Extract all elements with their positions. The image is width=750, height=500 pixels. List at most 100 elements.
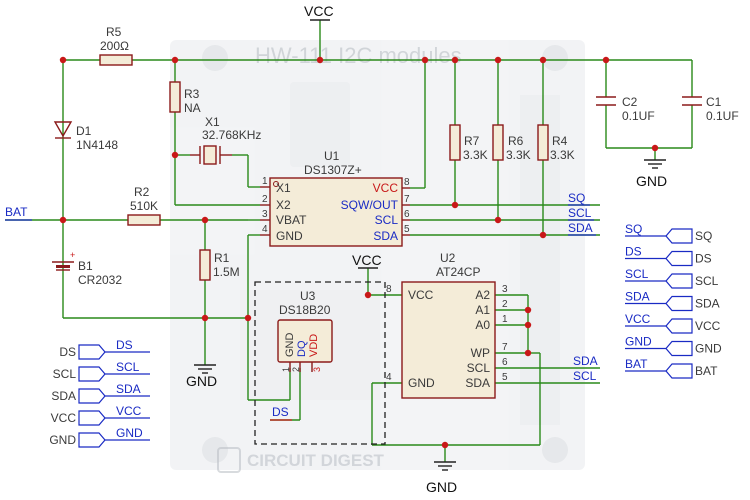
c2-value: 0.1UF [622,109,655,123]
capacitor-c2: C2 0.1UF [596,95,655,123]
c1-value: 0.1UF [706,109,739,123]
u3-pin2-name: DQ [296,340,308,357]
r5-ref: R5 [106,25,122,39]
u1-pin8-num: 8 [404,177,410,188]
left-port-label: GND [49,433,76,447]
vcc-u2-label: VCC [352,252,382,268]
r4-ref: R4 [552,134,568,148]
u2-pin5-num: 5 [502,372,508,383]
junction-nodes [59,56,659,449]
right-port-symbol [665,250,693,267]
r1-ref: R1 [214,251,230,265]
u1-pin2-num: 2 [262,194,268,205]
u3-part: DS18B20 [279,303,331,317]
u2-pin3-name: A2 [475,288,490,302]
u2-pin4-num: 4 [386,372,392,383]
u2-pin8-num: 8 [386,284,392,295]
u2-pin6-name: SCL [467,361,491,375]
r6-value: 3.3K [506,148,531,162]
net-label-u1-sda: SDA [568,221,593,235]
right-connector-row: BAT BAT [625,357,718,379]
net-label-bat: BAT [5,205,28,219]
right-net-label: SDA [625,290,650,304]
left-port-symbol [78,366,106,382]
left-port-symbol [78,344,106,360]
ic-u2: U2 AT24CP 8 4 VCC GND 3 2 1 7 6 5 A2 A1 … [386,251,508,399]
u2-pin1-name: A0 [475,318,490,332]
u1-pin1-num: 1 [262,176,268,187]
u1-pin4-num: 4 [262,224,268,235]
r6-ref: R6 [508,134,524,148]
u3-pin1-name: GND [284,333,296,358]
resistor-r6: R6 3.3K [492,124,531,162]
u2-pin3-num: 3 [502,284,508,295]
right-net-label: BAT [625,357,648,371]
gnd-u2-label: GND [426,479,457,495]
u1-pin3-name: VBAT [276,213,307,227]
vcc-top-symbol: VCC [304,3,334,21]
c1-ref: C1 [706,95,722,109]
net-label-u2-sda: SDA [573,354,598,368]
left-port-symbol [78,388,106,404]
gnd-caps-symbol [644,159,666,169]
u1-pin3-num: 3 [262,209,268,220]
left-net-label: SCL [116,360,140,374]
c2-ref: C2 [622,95,638,109]
b1-value: CR2032 [78,273,122,287]
r7-value: 3.3K [463,148,488,162]
left-net-label: GND [116,426,143,440]
right-net-label: GND [625,335,652,349]
x1-ref: X1 [205,115,220,129]
ic-u1: U1 DS1307Z+ 1 2 3 4 X1 X2 VBAT GND 8 7 6… [260,149,410,247]
right-net-label: SCL [625,267,649,281]
u3-pin3-name: VDD [308,334,320,357]
u3-net-label-ds: DS [272,405,289,419]
u2-pin1-num: 1 [502,314,508,325]
r5-value: 200Ω [100,39,129,53]
resistor-r7: R7 3.3K [449,124,488,162]
left-port-label: SDA [51,389,76,403]
gnd-b1-symbol [194,364,216,374]
right-port-label: BAT [695,364,718,378]
u1-pin6-num: 6 [404,209,410,220]
u1-pin5-name: SDA [373,229,398,243]
r1-value: 1.5M [213,265,240,279]
left-net-label: VCC [116,404,142,418]
u1-ref: U1 [324,149,340,163]
right-port-symbol [665,273,693,289]
u2-ref: U2 [440,251,456,265]
circuit-digest-logo: CIRCUIT DIGEST [217,447,385,473]
u1-pin7-name: SQW/OUT [341,198,399,212]
right-port-label: GND [695,342,722,356]
resistor-r1: R1 1.5M [199,249,240,281]
left-port-label: DS [59,345,76,359]
right-port-label: SCL [695,274,719,288]
right-port-symbol [665,363,693,379]
right-port-label: DS [695,252,712,266]
u2-pin5-name: SDA [465,376,490,390]
u2-pin7-num: 7 [502,342,508,353]
u1-pin6-name: SCL [375,213,399,227]
vcc-top-label: VCC [304,3,334,19]
u1-pin7-num: 7 [404,194,410,205]
u2-part: AT24CP [436,265,480,279]
module-board-background [170,40,585,470]
u3-pin2-num: 2 [291,367,301,372]
u2-pin2-num: 2 [502,299,508,310]
right-net-label: SQ [625,222,642,236]
u3-pin3-num: 3 [312,367,322,372]
right-net-label: VCC [625,312,651,326]
resistor-r5: R5 200Ω [99,25,133,66]
u1-pin2-name: X2 [276,198,291,212]
net-label-u1-sq: SQ [568,191,585,205]
left-port-symbol [78,410,106,426]
ic-u3: U3 DS18B20 GND DQ VDD 1 2 3 DS [254,281,386,445]
